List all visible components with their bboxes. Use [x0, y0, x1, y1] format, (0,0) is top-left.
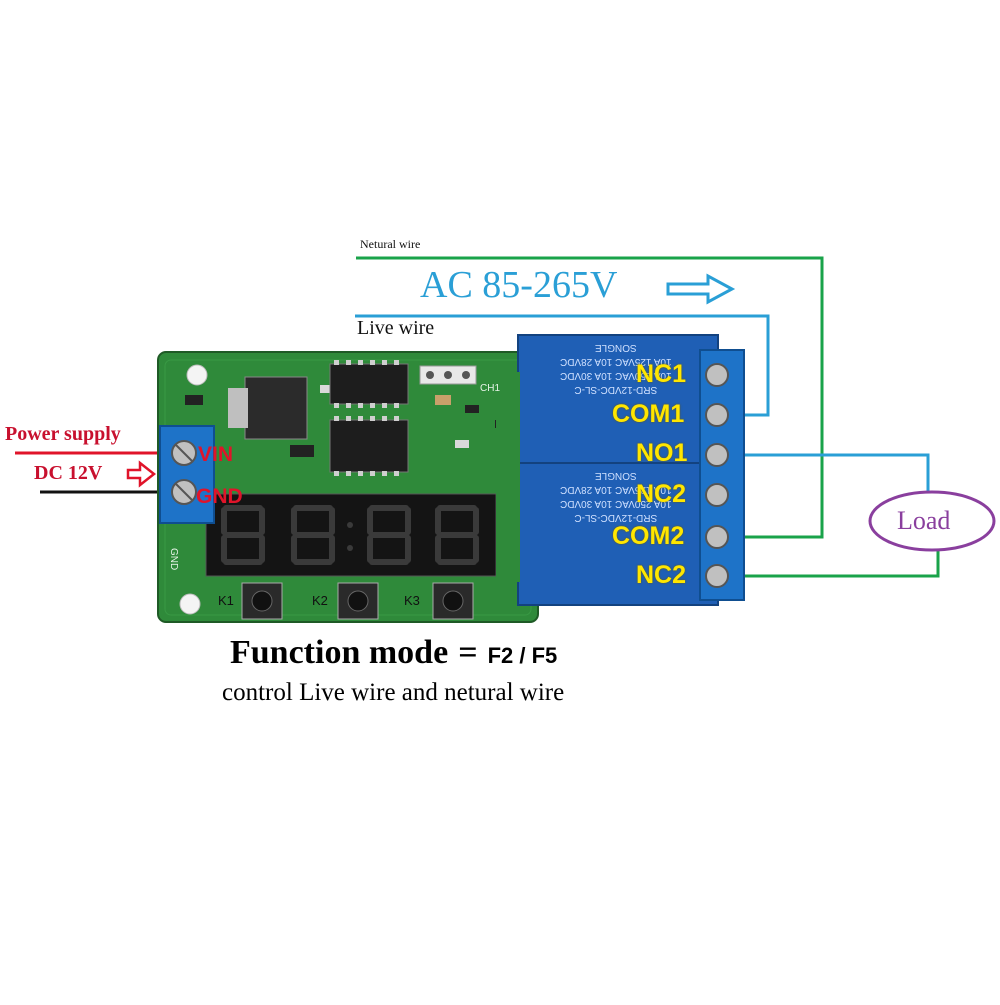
key-label-k1: K1 — [218, 593, 234, 608]
button-k3[interactable] — [432, 582, 474, 620]
key-label-k3: K3 — [404, 593, 420, 608]
relay-1-brand: SONGLE — [594, 342, 637, 353]
relay-terminal-block — [699, 349, 745, 601]
button-k1[interactable] — [241, 582, 283, 620]
mount-hole — [179, 593, 201, 615]
display-digits — [221, 505, 479, 565]
live-wire-line — [355, 314, 770, 417]
button-k2[interactable] — [337, 582, 379, 620]
gnd-label: GND — [196, 485, 243, 508]
load-ellipse — [868, 490, 996, 552]
caption-mode: F2 / F5 — [487, 643, 558, 668]
gnd-silk-label: GND — [168, 548, 179, 571]
pin-label-nc2-top: NC2 — [636, 480, 687, 508]
caption-title-row: Function mode = F2 / F5 — [230, 636, 557, 670]
ic-chip — [329, 419, 409, 473]
mount-hole — [186, 364, 208, 386]
pin-label-com2: COM2 — [612, 522, 685, 550]
ch1-silk-label: CH1 — [480, 383, 501, 394]
neutral-wire-label: Netural wire — [360, 237, 421, 251]
relay-2 — [517, 462, 719, 606]
dc-voltage-label: DC 12V — [34, 462, 103, 484]
voltage-regulator — [244, 376, 308, 440]
power-supply-label: Power supply — [5, 423, 121, 445]
pin-label-nc2-bottom: NC2 — [636, 561, 687, 589]
pin-label-com1: COM1 — [612, 400, 685, 428]
load-label: Load — [897, 506, 951, 535]
caption-equals: = — [458, 634, 478, 671]
ac-direction-arrow — [666, 273, 736, 305]
vin-label: VIN — [198, 443, 234, 466]
nc2-to-load-wire — [742, 550, 940, 578]
ac-voltage-label: AC 85-265V — [420, 264, 618, 306]
caption-subtitle: control Live wire and netural wire — [222, 679, 565, 706]
neutral-wire-line — [356, 256, 824, 539]
header-pins — [419, 365, 477, 385]
no1-to-load-wire — [742, 453, 930, 494]
live-wire-label: Live wire — [357, 317, 435, 339]
pin-label-no1: NO1 — [636, 439, 688, 467]
ic-chip — [329, 363, 409, 405]
key-label-k2: K2 — [312, 593, 328, 608]
relay-terminal-screws — [705, 363, 729, 588]
caption-title: Function mode — [230, 634, 449, 671]
pin-label-nc1: NC1 — [636, 360, 687, 388]
dc-direction-arrow — [126, 460, 157, 488]
